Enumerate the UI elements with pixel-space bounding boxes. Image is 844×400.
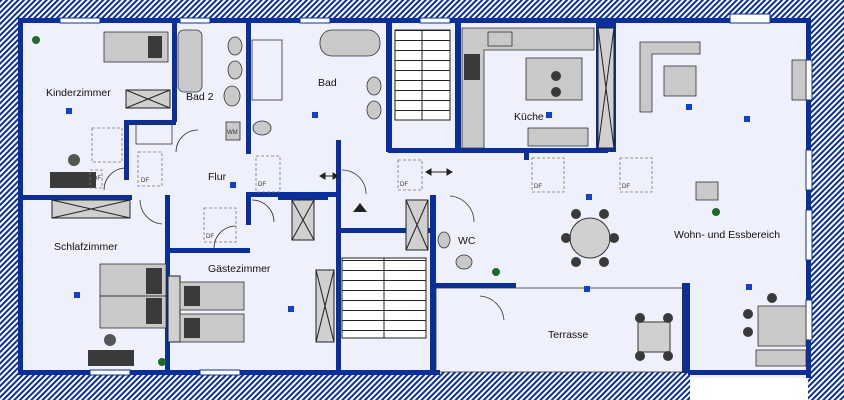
room-label-kinderzimmer: Kinderzimmer: [46, 87, 111, 99]
room-label-flur: Flur: [208, 171, 227, 183]
terrace-outline: [435, 287, 685, 373]
room-label-wohnen: Wohn- und Essbereich: [674, 229, 780, 241]
wall-right: [806, 18, 811, 378]
df-label: DF: [534, 184, 542, 190]
fireplace-living: [695, 181, 719, 201]
toilet-bad: [252, 120, 272, 136]
room-label-terrasse: Terrasse: [548, 329, 588, 341]
roof-edge-right: [808, 0, 844, 400]
room-label-gaestezimmer: Gästezimmer: [208, 263, 271, 275]
washing-machine-icon: WM: [225, 121, 241, 141]
sideboard-living: [791, 59, 807, 101]
double-arrows: [319, 168, 453, 180]
df-markers: DF DF DF DF DF DF DF: [89, 127, 653, 243]
shower-bad: [251, 39, 283, 101]
light-points: [66, 104, 752, 312]
desk-schlafzimmer: [88, 334, 134, 366]
wall-bottom-terrace: [688, 370, 810, 375]
df-label: DF: [206, 234, 214, 240]
toilet-wc: [437, 231, 473, 270]
room-label-bad: Bad: [318, 77, 337, 89]
door-swings: [103, 129, 505, 321]
df-label: DF: [93, 176, 101, 182]
desk-kinderzimmer: [50, 154, 96, 188]
bed-kinderzimmer: [103, 31, 169, 63]
df-label: DF: [141, 178, 149, 184]
bathtub-bad: [319, 29, 381, 57]
plant-icons: [32, 36, 720, 366]
df-label: DF: [258, 182, 266, 188]
double-bed-schlafzimmer: [99, 263, 167, 329]
room-label-kueche: Küche: [514, 111, 544, 123]
lounge-seating-living: [743, 293, 807, 367]
wall-top: [18, 18, 810, 23]
twin-beds-gaestezimmer: [179, 281, 245, 343]
staircase-lower: [341, 257, 427, 339]
wall-left: [18, 18, 23, 374]
sinks-bad: [366, 76, 382, 120]
room-label-bad2: Bad 2: [186, 91, 214, 103]
sofa-living: [639, 41, 701, 113]
room-label-schlafzimmer: Schlafzimmer: [54, 241, 118, 253]
wm-label: WM: [227, 130, 238, 136]
room-label-wc: WC: [458, 235, 476, 247]
shower-bad2: [135, 121, 173, 145]
sinks-bad2: [223, 36, 243, 107]
kitchen-counter: [461, 27, 595, 149]
roof-edge-left: [0, 0, 18, 372]
stair-arrow-icon: [353, 203, 367, 212]
df-label: DF: [622, 184, 630, 190]
dining-table-living: [561, 209, 619, 267]
terrace-table: [635, 313, 673, 361]
roof-edge-top: [0, 0, 844, 20]
bathtub-bad2: [177, 29, 203, 93]
windows: [59, 13, 813, 376]
kitchen-stools: [551, 71, 561, 97]
roof-edge-bottom: [0, 372, 690, 400]
staircase-upper: [394, 29, 451, 121]
df-label: DF: [400, 182, 408, 188]
